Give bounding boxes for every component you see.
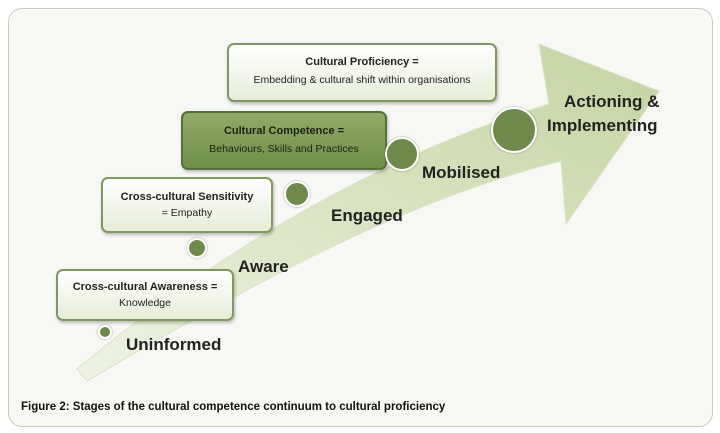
figure-frame: Cultural Proficiency = Embedding & cultu… bbox=[8, 8, 713, 427]
stage-dot-uninformed bbox=[98, 325, 112, 339]
cross-cultural-sensitivity-subtitle: = Empathy bbox=[161, 207, 213, 219]
cross-cultural-awareness-subtitle: Knowledge bbox=[119, 297, 171, 309]
cross-cultural-sensitivity-box: Cross-cultural Sensitivity = Empathy bbox=[101, 177, 273, 233]
stage-label-actioning-line1: Actioning & bbox=[564, 92, 660, 111]
cultural-proficiency-box: Cultural Proficiency = Embedding & cultu… bbox=[227, 43, 497, 102]
cultural-proficiency-title: Cultural Proficiency = bbox=[305, 56, 419, 68]
cultural-competence-title: Cultural Competence = bbox=[223, 125, 345, 137]
cross-cultural-awareness-title: Cross-cultural Awareness = bbox=[72, 281, 218, 293]
figure-caption: Figure 2: Stages of the cultural compete… bbox=[21, 401, 446, 413]
stage-label-mobilised: Mobilised bbox=[422, 163, 501, 182]
cross-cultural-sensitivity-title: Cross-cultural Sensitivity bbox=[120, 191, 254, 203]
stage-dot-aware bbox=[187, 238, 207, 258]
cross-cultural-awareness-box: Cross-cultural Awareness = Knowledge bbox=[56, 269, 234, 321]
stage-label-engaged: Engaged bbox=[331, 206, 403, 225]
cultural-proficiency-subtitle: Embedding & cultural shift within organi… bbox=[253, 74, 471, 86]
cultural-competence-box: Cultural Competence = Behaviours, Skills… bbox=[181, 111, 387, 170]
stage-dot-mobilised bbox=[385, 137, 419, 171]
stage-label-actioning-line2: Implementing bbox=[547, 116, 658, 135]
stage-label-uninformed: Uninformed bbox=[126, 335, 222, 354]
stage-dot-actioning bbox=[491, 107, 537, 153]
stage-dot-engaged bbox=[284, 181, 310, 207]
stage-label-aware: Aware bbox=[238, 257, 289, 276]
cultural-competence-subtitle: Behaviours, Skills and Practices bbox=[209, 143, 359, 155]
